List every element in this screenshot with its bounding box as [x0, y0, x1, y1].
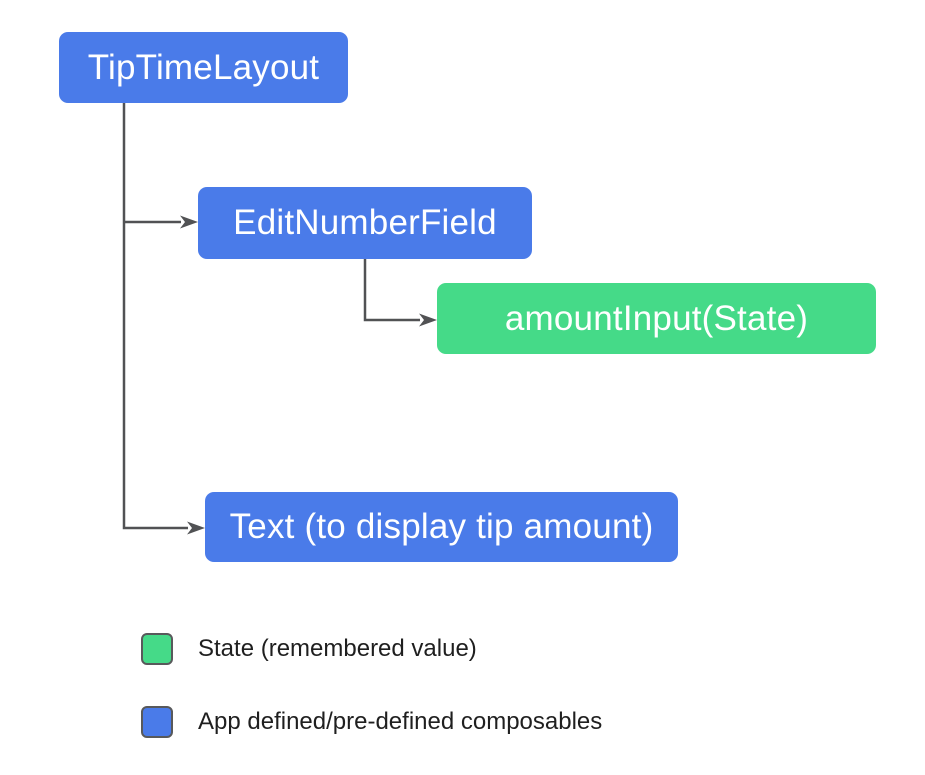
node-editnumberfield: EditNumberField: [198, 187, 532, 259]
arrowhead-icon: [419, 313, 437, 327]
arrowhead-icon: [180, 215, 198, 229]
legend-item-state: State (remembered value): [141, 633, 602, 665]
legend-label-state: State (remembered value): [198, 635, 477, 662]
arrowhead-icon: [187, 521, 205, 535]
legend-label-composables: App defined/pre-defined composables: [198, 708, 603, 735]
composable-swatch-icon: [141, 706, 173, 738]
state-swatch-icon: [141, 633, 173, 665]
legend: State (remembered value) App defined/pre…: [141, 633, 602, 775]
node-amountinput-state: amountInput(State): [437, 283, 876, 354]
connector-tiptimelayout-to-text: [122, 103, 188, 530]
node-text-display: Text (to display tip amount): [205, 492, 678, 562]
legend-item-composables: App defined/pre-defined composables: [141, 706, 602, 738]
node-tiptimelayout: TipTimeLayout: [59, 32, 348, 103]
connector-editnumberfield-to-amountinput: [363, 259, 420, 322]
